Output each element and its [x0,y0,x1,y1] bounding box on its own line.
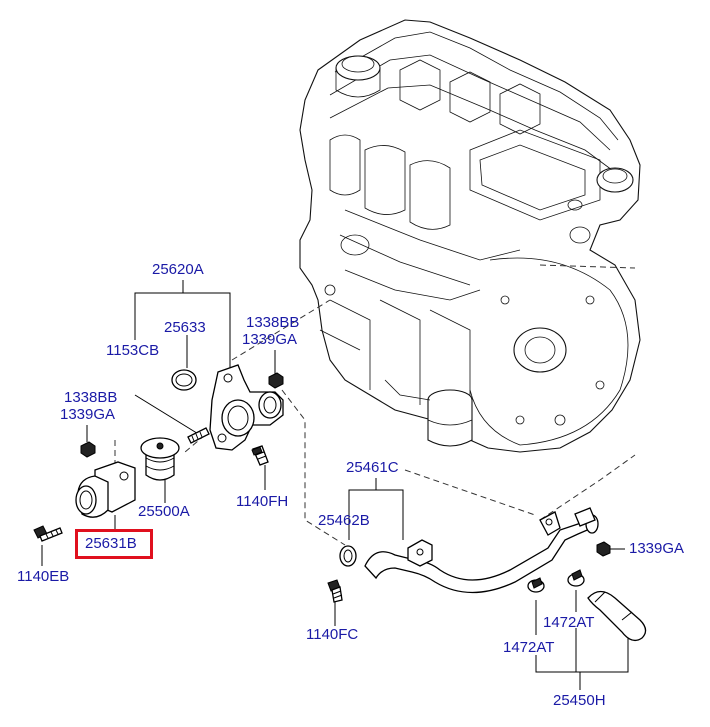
stud-bolt-1153CB [187,427,210,444]
label-1338BB-left: 1338BB [64,389,118,406]
label-1140FH: 1140FH [236,493,289,510]
label-1339GA-right: 1339GA [242,331,298,348]
o-ring-25462B [339,545,357,567]
o-ring-25633 [171,369,197,391]
label-25631B[interactable]: 25631B [85,535,137,552]
hose-clamp-1472AT-right [567,569,585,587]
highlight-box-25631B [75,529,153,559]
label-1140EB: 1140EB [17,568,70,585]
label-1339GA-pipe: 1339GA [629,540,685,557]
bolt-1140FC [327,579,343,603]
label-1140FC: 1140FC [306,626,359,643]
water-pipe-25461C [364,507,599,594]
bolt-1140FH [251,445,269,466]
label-25633: 25633 [164,319,206,336]
label-25500A: 25500A [138,503,190,520]
nut-1339GA-left [80,441,96,458]
label-25620A: 25620A [152,261,204,278]
label-25450H: 25450H [553,692,606,709]
label-1338BB-right: 1338BB [246,314,300,331]
label-25462B: 25462B [318,512,370,529]
label-1472AT-right: 1472AT [543,614,595,631]
water-inlet-fitting-25631B [75,461,136,518]
nut-1339GA-right [268,372,284,389]
label-25461C: 25461C [346,459,399,476]
nut-1339GA-pipe [596,541,611,557]
label-1153CB: 1153CB [106,342,160,359]
engine-block-illustration [299,19,641,453]
label-1339GA-left: 1339GA [60,406,116,423]
hose-clamp-1472AT-left [527,577,545,593]
label-1472AT-left: 1472AT [503,639,555,656]
callout-lines [41,280,629,690]
thermostat-25500A [140,437,180,481]
thermostat-housing-25620A [209,364,284,451]
bolt-1140EB [33,525,63,542]
hose-25450H [587,590,647,642]
